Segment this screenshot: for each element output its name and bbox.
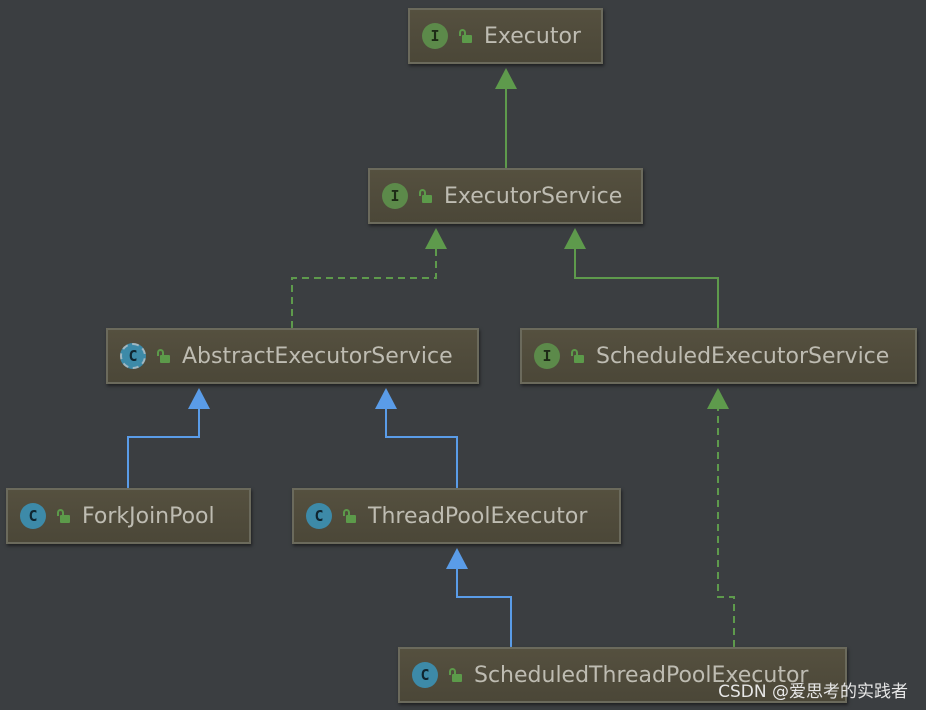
edge-threadpoolexecutor-abstract [385,408,458,488]
public-lock-icon [458,29,472,43]
node-label: ScheduledThreadPoolExecutor [474,662,809,688]
node-executor[interactable]: I Executor [408,8,603,64]
node-fork-join-pool[interactable]: C ForkJoinPool [6,488,251,544]
node-abstract-executor-service[interactable]: C AbstractExecutorService [106,328,479,384]
interface-badge-icon: I [382,183,408,209]
public-lock-icon [418,189,432,203]
public-lock-icon [56,509,70,523]
edge-abstractexecutorservice-executorservice [291,248,437,328]
public-lock-icon [570,349,584,363]
node-label: ForkJoinPool [82,503,215,529]
edge-scheduledexecutorservice-executorservice [574,248,719,328]
arrowhead-executorservice-left [425,228,447,249]
class-badge-icon: C [412,662,438,688]
interface-badge-icon: I [422,23,448,49]
arrowhead-executor [495,68,517,89]
node-scheduled-executor-service[interactable]: I ScheduledExecutorService [520,328,917,384]
class-badge-icon: C [306,503,332,529]
edge-scheduledthreadpool-threadpool [456,568,512,647]
node-thread-pool-executor[interactable]: C ThreadPoolExecutor [292,488,621,544]
node-scheduled-thread-pool-executor[interactable]: C ScheduledThreadPoolExecutor [398,647,847,703]
arrowhead-abstract-right [375,388,397,409]
public-lock-icon [448,668,462,682]
interface-badge-icon: I [534,343,560,369]
class-badge-icon: C [20,503,46,529]
arrowhead-scheduledexecutorservice [707,388,729,409]
edge-scheduledthreadpool-scheduledservice [717,408,735,647]
node-label: ThreadPoolExecutor [368,503,588,529]
node-executor-service[interactable]: I ExecutorService [368,168,643,224]
arrowhead-abstract-left [188,388,210,409]
node-label: ExecutorService [444,183,623,209]
public-lock-icon [342,509,356,523]
public-lock-icon [156,349,170,363]
abstract-badge-icon: C [120,343,146,369]
arrowhead-threadpoolexecutor [446,548,468,569]
edge-forkjoinpool-abstract [127,408,200,488]
node-label: Executor [484,23,581,49]
node-label: AbstractExecutorService [182,343,453,369]
node-label: ScheduledExecutorService [596,343,890,369]
watermark: CSDN @爱思考的实践者 [718,682,908,702]
arrowhead-executorservice-right [564,228,586,249]
